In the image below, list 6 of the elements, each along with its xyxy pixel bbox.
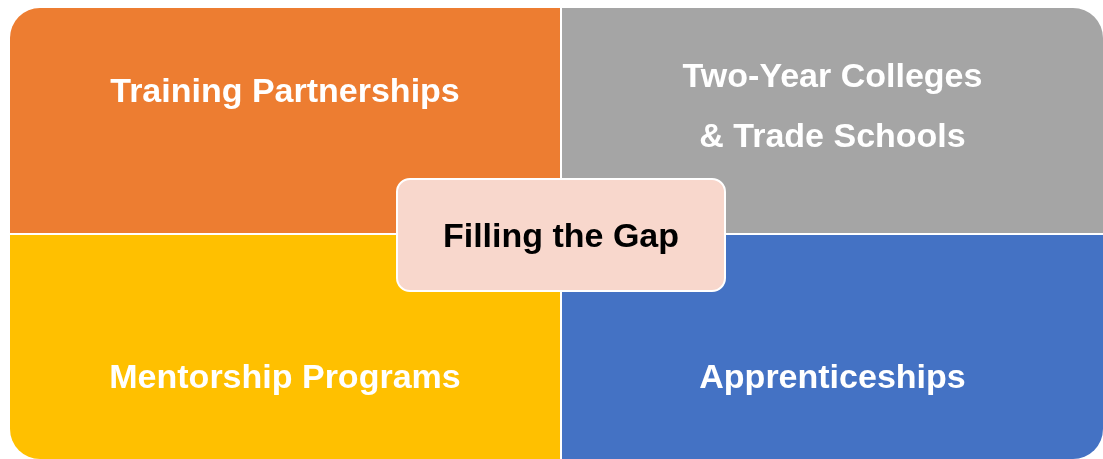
center-box — [396, 178, 726, 292]
panel-label: Apprenticeships — [699, 356, 966, 398]
panel-label: Two-Year Colleges & Trade Schools — [681, 55, 984, 156]
panel-label: Training Partnerships — [110, 69, 460, 111]
center-label: Filling the Gap — [442, 215, 680, 255]
panel-label: Mentorship Programs — [109, 356, 461, 398]
